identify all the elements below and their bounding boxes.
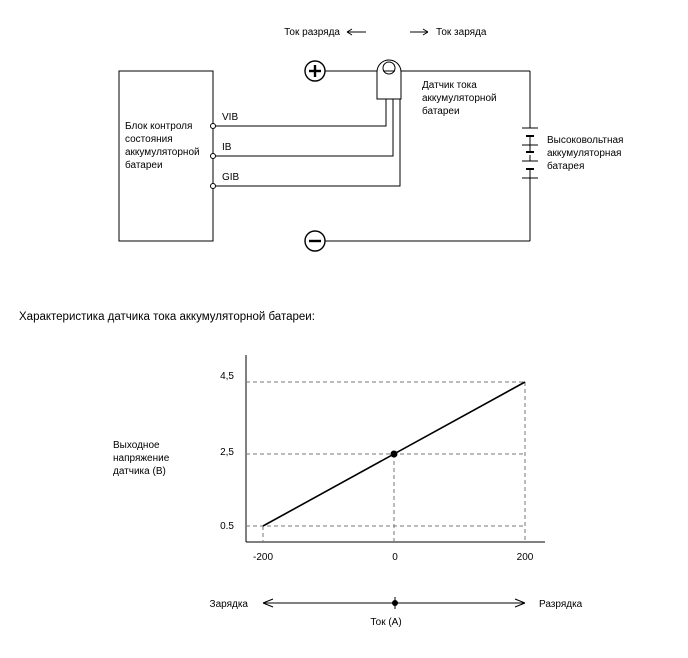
x-axis-label: Ток (A) xyxy=(370,617,401,628)
characteristic-title: Характеристика датчика тока аккумуляторн… xyxy=(19,311,315,323)
x-tick-label: 0 xyxy=(392,552,398,563)
battery-icon xyxy=(522,127,538,183)
terminal-gib-label: GIB xyxy=(222,172,240,183)
terminal-ib-label: IB xyxy=(222,142,232,153)
left-arrowhead-icon xyxy=(262,598,274,608)
discharge-current-label: Ток разряда xyxy=(284,27,340,38)
ib-terminal-dot xyxy=(210,153,216,159)
gib-wire xyxy=(213,99,401,187)
minus-terminal-icon xyxy=(304,230,326,252)
left-arrow-icon xyxy=(346,28,366,36)
sensor-characteristic-chart: Выходное напряжение датчика (В) 4,5 2,5 … xyxy=(113,355,583,628)
right-arrow-icon xyxy=(410,28,429,36)
battery-label: Высоковольтная аккумуляторная батарея xyxy=(547,135,626,172)
gib-terminal-dot xyxy=(210,183,216,189)
sensor-label: Датчик тока аккумуляторной батареи xyxy=(422,80,499,117)
terminal-vib-label: VIB xyxy=(222,112,238,123)
current-sensor-icon xyxy=(376,59,402,100)
y-tick-label: 0.5 xyxy=(220,521,234,532)
charge-current-label: Ток заряда xyxy=(436,27,487,38)
ib-wire xyxy=(213,99,394,157)
x-tick-label: 200 xyxy=(517,552,534,563)
circuit-diagram: Ток разряда Ток заряда Блок контроля сос… xyxy=(118,27,626,252)
y-axis-label: Выходное напряжение датчика (В) xyxy=(113,440,172,477)
data-point xyxy=(390,450,398,458)
y-tick-label: 2,5 xyxy=(220,447,234,458)
vib-terminal-dot xyxy=(210,123,216,129)
vib-wire xyxy=(213,99,387,127)
charge-direction-label: Зарядка xyxy=(210,599,249,610)
discharge-direction-label: Разрядка xyxy=(539,599,583,610)
direction-axis xyxy=(262,597,526,609)
right-arrowhead-icon xyxy=(514,598,526,608)
plus-terminal-icon xyxy=(304,60,326,82)
x-tick-label: -200 xyxy=(253,552,273,563)
ecu-label: Блок контроля состояния аккумуляторной б… xyxy=(125,121,202,171)
y-tick-label: 4,5 xyxy=(220,371,234,382)
